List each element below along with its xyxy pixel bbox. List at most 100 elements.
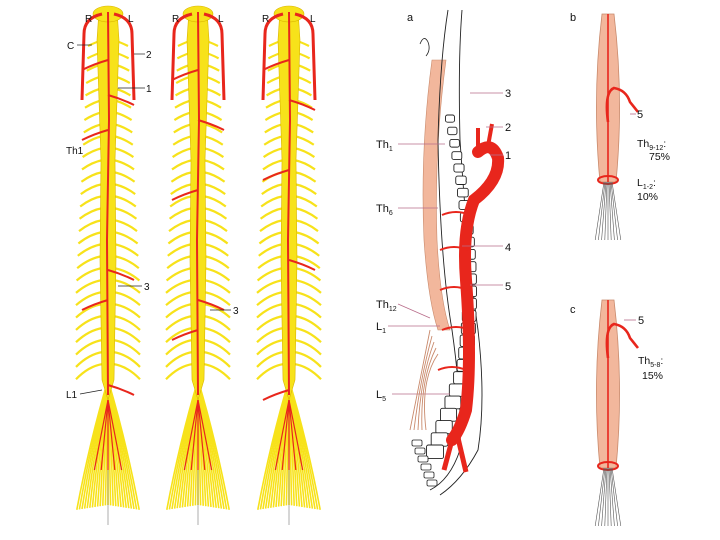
level-l1-label: L1 bbox=[376, 321, 386, 335]
nerve-root-right bbox=[203, 364, 230, 379]
nerve-root-right bbox=[113, 172, 135, 182]
nerve-root-left bbox=[170, 196, 193, 206]
nerve-root-left bbox=[264, 148, 284, 157]
nerve-root-right bbox=[294, 148, 314, 157]
nerve-root-right bbox=[294, 292, 321, 305]
level-l5-label: L5 bbox=[376, 389, 386, 403]
nerve-root-left bbox=[173, 148, 193, 157]
cord1-callout-3-label: 3 bbox=[144, 282, 150, 293]
spinal-cord-2 bbox=[166, 6, 230, 510]
nerve-root-right bbox=[294, 232, 319, 243]
nerve-root-left bbox=[78, 232, 103, 243]
nerve-root-right bbox=[203, 148, 223, 157]
cord2-left-label: L bbox=[218, 14, 224, 25]
nerve-root-right bbox=[294, 196, 317, 206]
callout-1-label: 1 bbox=[146, 84, 152, 95]
nerve-root-right bbox=[294, 220, 318, 231]
nerve-root-left bbox=[257, 292, 284, 305]
spinal-cord-3 bbox=[257, 6, 321, 510]
sacral-segment bbox=[424, 472, 434, 478]
vertebral-body bbox=[450, 139, 460, 147]
nerve-root-right bbox=[113, 244, 138, 256]
nerve-root-right bbox=[113, 304, 140, 318]
nerve-root-left bbox=[257, 280, 284, 293]
nerve-root-right bbox=[294, 160, 315, 169]
nerve-root-right bbox=[113, 232, 138, 243]
nerve-root-right bbox=[113, 208, 136, 219]
nerve-root-left bbox=[170, 208, 193, 219]
vertebral-body bbox=[436, 421, 452, 434]
level-th12-label: Th12 bbox=[376, 299, 397, 313]
cord3-left-label: L bbox=[310, 14, 316, 25]
nerve-root-right bbox=[113, 148, 133, 157]
nerve-root-right bbox=[203, 196, 226, 206]
sacral-segment bbox=[421, 464, 431, 470]
nerve-root-right bbox=[113, 268, 139, 281]
nerve-root-left bbox=[82, 160, 103, 169]
level-th6-label: Th6 bbox=[376, 203, 393, 217]
vertebral-body bbox=[454, 164, 464, 172]
panel-b-pct-1: 75% bbox=[649, 151, 670, 163]
nerve-root-right bbox=[294, 172, 316, 182]
nerve-root-left bbox=[263, 160, 284, 169]
panel-b-pct-2: 10% bbox=[637, 191, 658, 203]
nerve-root-left bbox=[258, 268, 284, 281]
th1-label: Th1 bbox=[66, 146, 84, 157]
nerve-root-left bbox=[81, 172, 103, 182]
callout-2-label: 2 bbox=[146, 50, 152, 61]
panel-b-level-2: L1-2: bbox=[637, 177, 656, 191]
spinal-cords-group bbox=[76, 6, 321, 525]
callout-a-5: 5 bbox=[505, 281, 511, 293]
nerve-root-left bbox=[76, 364, 103, 379]
sacral-segment bbox=[415, 448, 425, 454]
leader-line bbox=[398, 304, 430, 318]
nerve-root-right bbox=[203, 220, 227, 231]
nerve-root-left bbox=[80, 208, 103, 219]
nerve-root-left bbox=[166, 364, 193, 379]
l1-label: L1 bbox=[66, 390, 78, 401]
nerve-root-right bbox=[294, 268, 320, 281]
nerve-root-left bbox=[257, 304, 284, 318]
vertebral-body bbox=[448, 127, 457, 134]
nerve-root-right bbox=[294, 184, 316, 194]
nerve-root-right bbox=[113, 160, 134, 169]
panel-b-letter: b bbox=[570, 12, 576, 24]
nerve-root-left bbox=[169, 220, 193, 231]
nerve-root-right bbox=[203, 256, 229, 268]
sacral-segment bbox=[418, 456, 428, 462]
cord1-left-label: L bbox=[128, 14, 134, 25]
nerve-root-right bbox=[203, 232, 228, 243]
nerve-root-left bbox=[257, 364, 284, 379]
vertebral-body bbox=[440, 408, 456, 421]
nerve-root-left bbox=[80, 196, 103, 206]
cord2-right-label: R bbox=[172, 14, 179, 25]
nerve-root-left bbox=[259, 232, 284, 243]
level-th1-label: Th1 bbox=[376, 139, 393, 153]
nerve-root-left bbox=[79, 220, 103, 231]
nerve-root-left bbox=[76, 280, 103, 293]
callout-b-5: 5 bbox=[637, 109, 643, 121]
panel-a-diagram bbox=[388, 10, 503, 495]
callout-a-3: 3 bbox=[505, 88, 511, 100]
callout-a-1: 1 bbox=[505, 150, 511, 162]
cervical-label: C bbox=[67, 41, 74, 52]
nerve-root-left bbox=[261, 196, 284, 206]
sacral-segment bbox=[427, 480, 437, 486]
callout-c-5: 5 bbox=[638, 315, 644, 327]
vertebral-body bbox=[457, 188, 468, 197]
nerve-root-left bbox=[168, 244, 193, 256]
leader-l1 bbox=[80, 390, 102, 394]
vertebral-body bbox=[446, 115, 455, 122]
panel-b-diagram bbox=[595, 14, 638, 240]
callout-a-2: 2 bbox=[505, 122, 511, 134]
nerve-root-left bbox=[260, 220, 284, 231]
nerve-root-left bbox=[77, 268, 103, 281]
nerve-root-right bbox=[203, 172, 225, 182]
nerve-root-right bbox=[113, 256, 139, 268]
panel-b-level-1: Th9-12: bbox=[637, 138, 666, 152]
nerve-root-left bbox=[81, 184, 103, 194]
nerve-root-right bbox=[294, 364, 321, 379]
nerve-root-right bbox=[113, 292, 140, 305]
nerve-root-left bbox=[166, 304, 193, 318]
